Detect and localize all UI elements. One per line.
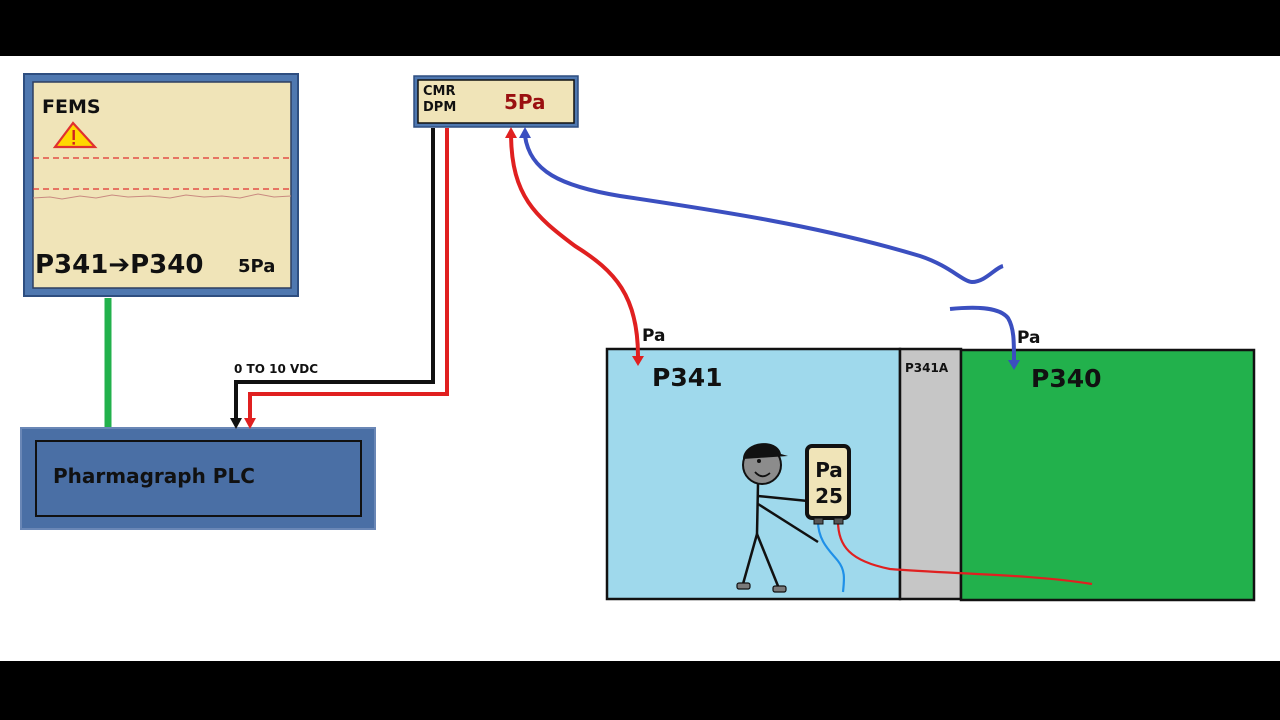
signal-wire-red — [248, 128, 449, 420]
tube-low-side-upper — [523, 135, 1004, 285]
handheld-tube-red — [836, 520, 1093, 586]
dpm-line1: CMR — [423, 84, 456, 99]
plc-inner — [35, 440, 362, 517]
signal-label: 0 TO 10 VDC — [234, 362, 319, 376]
fems-trend-line — [32, 193, 292, 200]
fems-title: FEMS — [42, 96, 101, 118]
fems-screen — [32, 81, 292, 289]
plc-label: Pharmagraph PLC — [53, 464, 255, 488]
fems-reading: 5Pa — [238, 256, 276, 277]
room-p340 — [959, 348, 1256, 602]
p340-sensor-label: Pa — [1017, 328, 1041, 348]
fems-route-label: P341➔P340 — [35, 250, 204, 280]
room-airlock — [898, 347, 963, 601]
room-p340-label: P340 — [1031, 364, 1102, 393]
signal-wire-black — [234, 128, 435, 420]
room-p341-label: P341 — [652, 363, 723, 392]
room-airlock-label: P341A — [905, 361, 949, 375]
handheld-manometer — [805, 444, 851, 525]
dpm-face — [417, 79, 575, 124]
handheld-value: 25 — [815, 484, 843, 508]
dpm-reading: 5Pa — [504, 90, 546, 114]
dpm-line2: DPM — [423, 100, 457, 115]
diagram-svg — [20, 73, 1256, 602]
tube-low-side-lower — [949, 305, 1016, 362]
handheld-unit: Pa — [815, 458, 843, 482]
warning-triangle-icon — [52, 121, 98, 149]
handheld-tube-blue — [816, 520, 846, 593]
tube-high-side — [509, 135, 640, 357]
diagram-canvas: FEMS P341➔P340 5Pa CMR DPM 5Pa 0 TO 10 V… — [0, 56, 1280, 661]
technician-figure — [736, 443, 819, 593]
p341-sensor-label: Pa — [642, 326, 666, 346]
